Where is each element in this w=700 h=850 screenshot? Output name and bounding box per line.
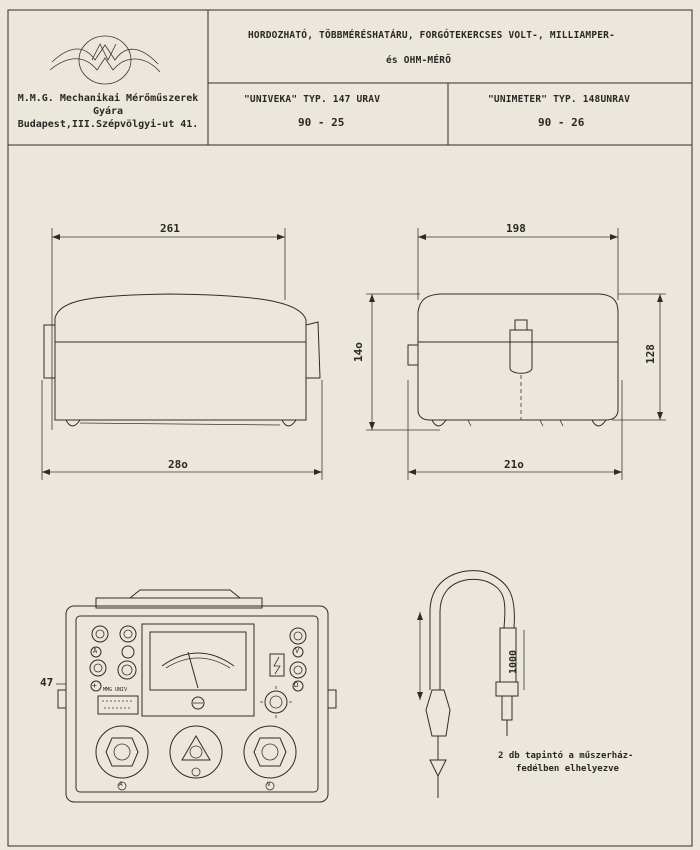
company-name: M.M.G. Mechanikai Mérőműszerek bbox=[17, 93, 199, 104]
side-view bbox=[366, 228, 666, 480]
company-block: M.M.G. Mechanikai Mérőműszerek Gyára Bud… bbox=[8, 92, 208, 131]
dim-panel-offset: 47 bbox=[40, 676, 54, 689]
dim-side-height-right: 128 bbox=[644, 344, 657, 364]
dim-cable-length: 1000 bbox=[508, 649, 519, 674]
test-probes bbox=[417, 570, 525, 798]
knob-label-a: A bbox=[119, 781, 123, 788]
document-title-line1: HORDOZHATÓ, TÖBBMÉRÉSHATÁRU, FORGÓTEKERC… bbox=[248, 30, 616, 41]
dim-front-bottom: 28o bbox=[168, 458, 188, 471]
company-address: Budapest,III.Szépvölgyi-ut 41. bbox=[17, 119, 199, 130]
dim-side-top: 198 bbox=[506, 222, 526, 235]
model-b-code: 90 - 26 bbox=[538, 116, 585, 129]
knob-label-b: V bbox=[267, 781, 271, 788]
dim-front-top: 261 bbox=[160, 222, 180, 235]
panel-nameplate: MMG UNIV bbox=[103, 687, 128, 693]
front-view bbox=[41, 228, 323, 480]
dim-side-height-left: 14o bbox=[352, 342, 365, 362]
probe-note-line1: 2 db tapintó a műszerház- bbox=[498, 751, 634, 761]
model-a-name: "UNIVEKA" TYP. 147 URAV bbox=[244, 94, 381, 105]
sheet-border bbox=[7, 9, 693, 847]
probe-note-line2: fedélben elhelyezve bbox=[516, 764, 619, 774]
document-title-line2: és OHM-MÉRŐ bbox=[386, 55, 452, 66]
panel-label-a: A bbox=[93, 647, 98, 655]
model-b-name: "UNIMETER" TYP. 148UNRAV bbox=[488, 94, 631, 105]
panel-label-v: V bbox=[295, 647, 300, 655]
company-factory: Gyára bbox=[92, 106, 124, 117]
probe-note: 2 db tapintó a műszerház- fedélben elhel… bbox=[498, 750, 633, 776]
dim-side-bottom: 21o bbox=[504, 458, 524, 471]
model-a-code: 90 - 25 bbox=[298, 116, 345, 129]
mmg-logo bbox=[49, 35, 161, 85]
panel-label-ohm: Ω bbox=[294, 681, 299, 689]
header-table-lines bbox=[8, 10, 692, 146]
panel-label-plus: + bbox=[92, 681, 97, 690]
panel-view bbox=[56, 589, 337, 803]
